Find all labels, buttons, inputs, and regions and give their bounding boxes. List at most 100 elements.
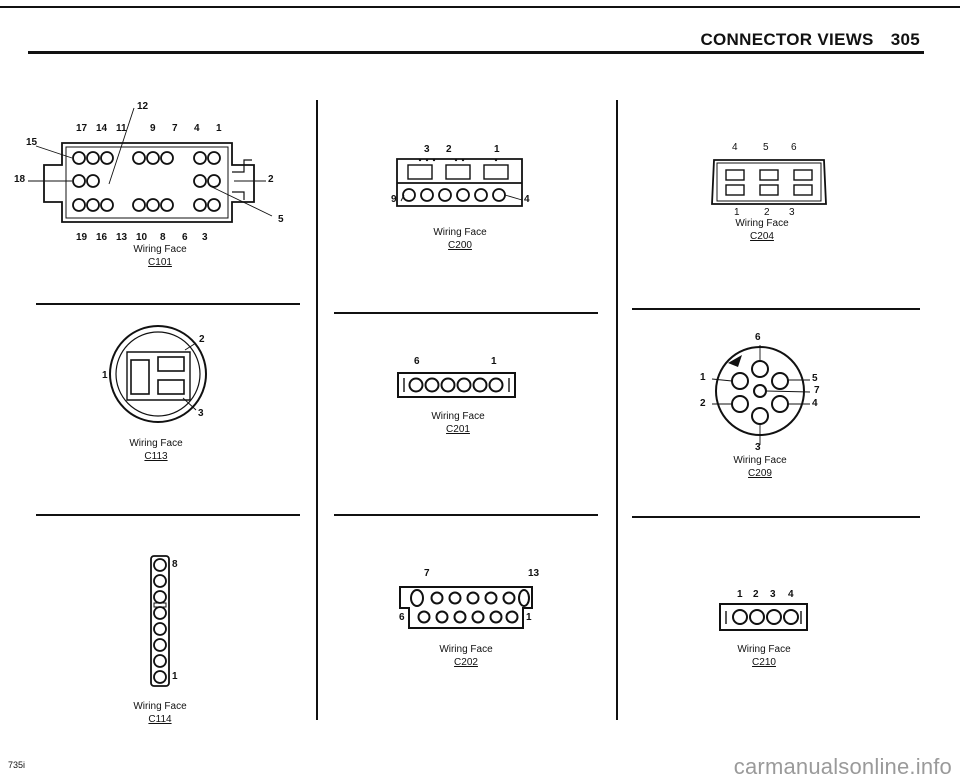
watermark: carmanualsonline.info [733,754,952,779]
c202-pin-7: 7 [424,568,430,579]
c113-pin-2: 2 [199,334,205,345]
c202-caption: Wiring Face C202 [406,643,526,669]
c101-pin-9: 9 [150,123,156,134]
c209-caption: Wiring Face C209 [700,454,820,480]
page-header: CONNECTOR VIEWS 305 [700,30,920,50]
c101-pin-7: 7 [172,123,178,134]
wiring-face-label: Wiring Face [133,701,187,712]
c101-pin-1: 1 [216,123,222,134]
c200-caption: Wiring Face C200 [400,226,520,252]
wiring-face-label: Wiring Face [737,644,791,655]
c114-caption: Wiring Face C114 [100,700,220,726]
top-rule [0,6,960,8]
c101-pin-11: 11 [116,123,127,134]
c204-pin-1: 1 [734,207,740,218]
column-divider-left [316,100,318,720]
footer-model: 735i [8,760,26,770]
c204-code: C204 [750,231,774,242]
c209-pin-7: 7 [814,385,820,396]
c101-caption: Wiring Face C101 [100,243,220,269]
wiring-face-label: Wiring Face [439,644,493,655]
c101-pin-14: 14 [96,123,108,134]
row-divider [334,312,598,314]
wiring-face-label: Wiring Face [433,227,487,238]
c114-pin-1: 1 [172,671,178,682]
c201-code: C201 [446,424,470,435]
c200-pin-3: 3 [424,144,430,155]
c201-caption: Wiring Face C201 [398,410,518,436]
c101-pin-8: 8 [160,232,166,243]
c201-pin-6: 6 [414,356,420,367]
c101-pin-16: 16 [96,232,108,243]
c209-pin-2: 2 [700,398,706,409]
c202-code: C202 [454,657,478,668]
c101-code: C101 [148,257,172,268]
row-divider [36,514,300,516]
wiring-face-label: Wiring Face [735,218,789,229]
c101-pin-17: 17 [76,123,88,134]
c113-pin-3: 3 [198,408,204,419]
c114-pin-8: 8 [172,559,178,570]
row-divider [632,308,920,310]
c200-pin-2: 2 [446,144,452,155]
c101-pin-6: 6 [182,232,188,243]
c204-pin-2: 2 [764,207,770,218]
c101-pin-18: 18 [14,174,26,185]
c204-pin-3: 3 [789,207,795,218]
c101-pin-13: 13 [116,232,128,243]
c204-caption: Wiring Face C204 [702,217,822,243]
c209-pin-1: 1 [700,372,706,383]
wiring-face-label: Wiring Face [129,438,183,449]
c202-pin-13: 13 [528,568,540,579]
c209-pin-3: 3 [755,442,761,453]
c101-pin-12: 12 [137,101,149,112]
header-title: CONNECTOR VIEWS [700,30,874,49]
c210-pin-2: 2 [753,589,759,600]
c101-pin-3: 3 [202,232,208,243]
row-divider [334,514,598,516]
header-rule [28,51,924,54]
c209-pin-5: 5 [812,373,818,384]
c113-caption: Wiring Face C113 [96,437,216,463]
c101-pin-4: 4 [194,123,200,134]
c101-pin-10: 10 [136,232,148,243]
c210-pin-4: 4 [788,589,794,600]
row-divider [632,516,920,518]
c204-pin-6: 6 [791,142,797,153]
c209-code: C209 [748,468,772,479]
c200-code: C200 [448,240,472,251]
c209-pin-4: 4 [812,398,818,409]
c101-pin-5: 5 [278,214,284,225]
c210-code: C210 [752,657,776,668]
c201-pin-1: 1 [491,356,497,367]
c204-pin-4: 4 [732,142,738,153]
column-divider-right [616,100,618,720]
c200-pin-9: 9 [391,194,397,205]
c210-pin-3: 3 [770,589,776,600]
c200-pin-1: 1 [494,144,500,155]
c113-pin-1: 1 [102,370,108,381]
c101-pin-15: 15 [26,137,38,148]
c202-pin-6: 6 [399,612,405,623]
wiring-face-label: Wiring Face [431,411,485,422]
page-number: 305 [890,30,920,49]
wiring-face-label: Wiring Face [733,455,787,466]
wiring-face-label: Wiring Face [133,244,187,255]
c202-pin-1: 1 [526,612,532,623]
c209-pin-6: 6 [755,332,761,343]
c200-pin-4: 4 [524,194,530,205]
c204-pin-5: 5 [763,142,769,153]
c101-pin-19: 19 [76,232,88,243]
c210-pin-1: 1 [737,589,743,600]
c210-caption: Wiring Face C210 [704,643,824,669]
c114-code: C114 [148,714,172,725]
